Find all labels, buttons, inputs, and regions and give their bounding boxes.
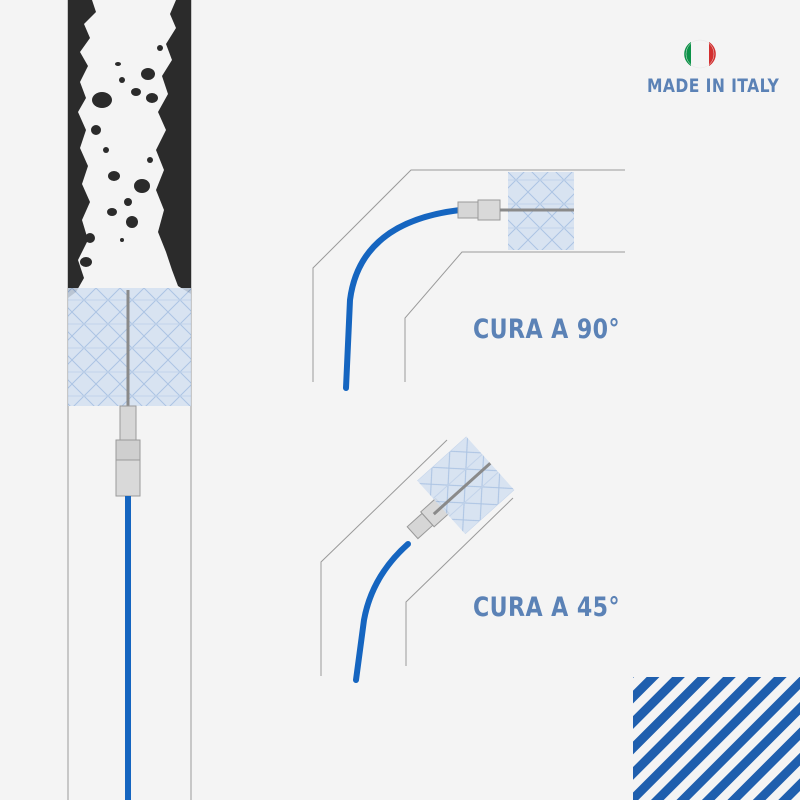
made-in-italy-label: MADE IN ITALY: [647, 75, 780, 97]
soot-deposit-left: [68, 0, 96, 298]
stripe-pattern: [633, 677, 800, 800]
pipe-inner-wall-90: [404, 251, 625, 382]
brush-connector-90: [457, 199, 501, 221]
cable-90: [343, 207, 463, 391]
brush-icon: [68, 288, 191, 408]
curve-45-label: CURA A 45°: [473, 592, 620, 623]
cable-45: [353, 541, 411, 683]
soot-flakes: [80, 45, 163, 267]
italian-flag-icon: [684, 39, 716, 69]
brush-icon-45: [417, 436, 515, 535]
curve-45-illustration: [320, 436, 515, 683]
chimney-illustration: [67, 0, 192, 800]
pipe-outer-wall-45: [320, 439, 448, 676]
pipe-inner-wall-45: [405, 497, 514, 666]
pipe-outer-wall-90: [312, 169, 625, 382]
curve-90-label: CURA A 90°: [473, 314, 620, 345]
brush-icon-90: [500, 172, 574, 250]
soot-deposit-right: [156, 0, 191, 294]
curve-90-illustration: [312, 169, 625, 391]
brush-connector: [115, 405, 141, 497]
